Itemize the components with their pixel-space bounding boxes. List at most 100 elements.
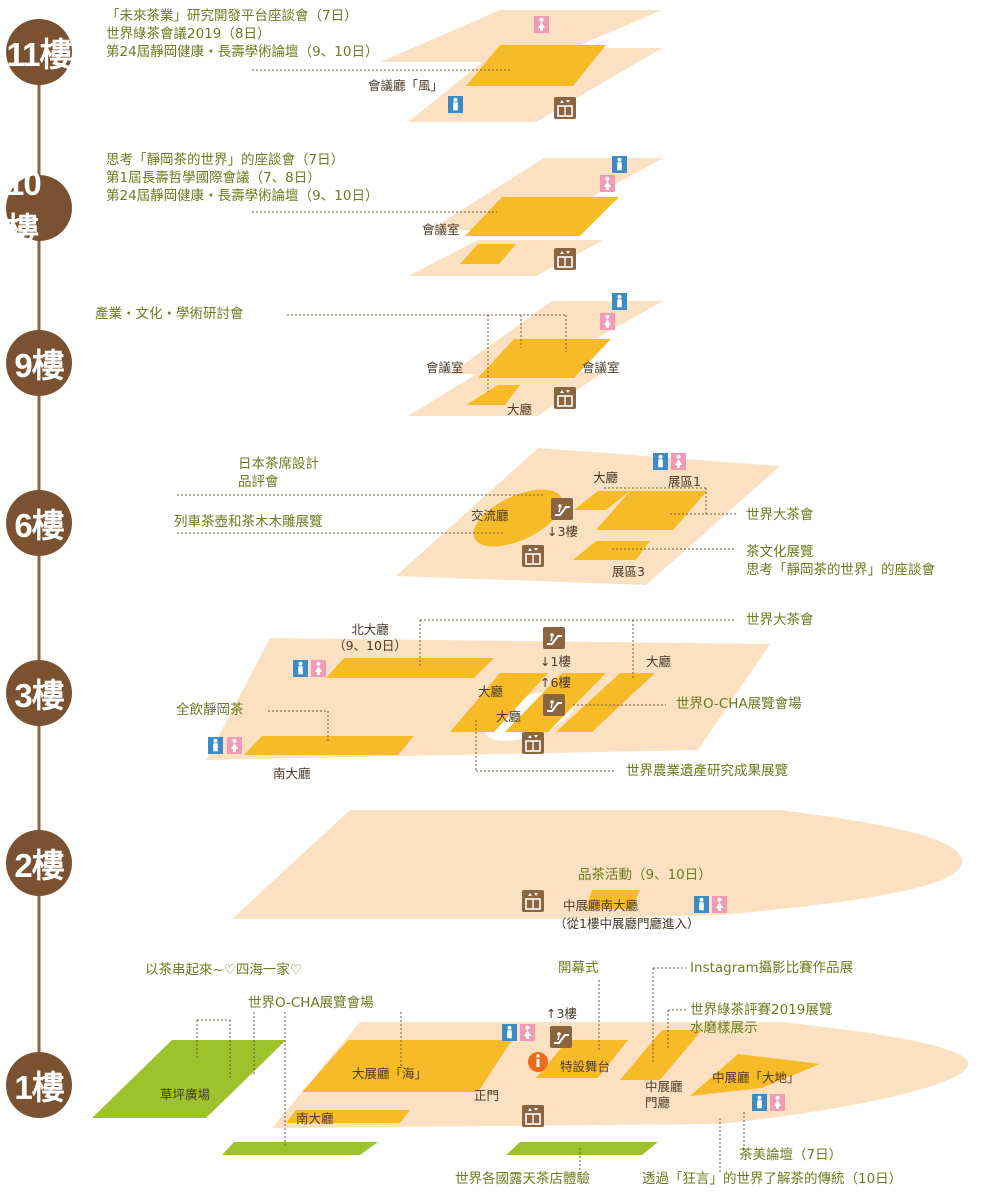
floor3-south-hall: 南大廳 xyxy=(273,766,311,781)
floor10-event-1: 思考「靜岡茶的世界」的座談會（7日） xyxy=(106,152,345,168)
floor9-room-left: 會議室 xyxy=(426,360,464,375)
floor3-world-tea: 世界大茶會 xyxy=(746,612,814,628)
floor11-event-2: 世界綠茶會議2019（8日） xyxy=(106,26,271,42)
floor6-event-1a: 日本茶席設計 xyxy=(238,456,319,472)
floor1-earth-hall: 中展廳「大地」 xyxy=(712,1070,800,1085)
floor-badge-6: 6樓 xyxy=(6,490,72,556)
man-restroom-icon xyxy=(293,660,308,677)
woman-restroom-icon xyxy=(600,175,615,192)
man-restroom-icon xyxy=(502,1024,517,1041)
floor1-mid-lobby-2: 門廳 xyxy=(645,1095,671,1110)
floor3-hall-a: 大廳 xyxy=(478,684,504,699)
floor1-friends-event: 以茶串起來~♡四海一家♡ xyxy=(145,962,303,978)
floor1-mid-lobby-1: 中展廳 xyxy=(645,1079,683,1094)
floor3-heritage-expo: 世界農業遺產研究成果展覽 xyxy=(626,763,788,779)
floor-badge-1: 1樓 xyxy=(6,1052,72,1118)
floor-2-plan xyxy=(232,810,962,919)
information-icon xyxy=(528,1052,548,1072)
floor1-main-gate: 正門 xyxy=(474,1088,500,1103)
floor1-green-tea-1: 世界綠茶評賽2019展覽 xyxy=(690,1002,833,1018)
floor1-opening: 開幕式 xyxy=(558,960,599,976)
elevator-icon xyxy=(553,96,577,120)
elevator-icon xyxy=(521,731,545,755)
elevator-icon xyxy=(553,386,577,410)
elevator-icon xyxy=(521,889,545,913)
woman-restroom-icon xyxy=(671,453,686,470)
woman-restroom-icon xyxy=(227,737,242,754)
floor6-exchange-hall: 交流廳 xyxy=(471,508,509,523)
man-restroom-icon xyxy=(612,293,627,310)
floor1-forum: 茶美論壇（7日） xyxy=(739,1147,843,1163)
elevator-icon xyxy=(521,544,545,568)
man-restroom-icon xyxy=(694,896,709,913)
floor9-event: 產業・文化・學術研討會 xyxy=(95,306,244,322)
woman-restroom-icon xyxy=(311,660,326,677)
woman-restroom-icon xyxy=(770,1094,785,1111)
floor3-drink-event: 全飲靜岡茶 xyxy=(176,702,244,718)
woman-restroom-icon xyxy=(600,313,615,330)
escalator-icon xyxy=(542,626,566,650)
man-restroom-icon xyxy=(612,156,627,173)
floor1-kyogen: 透過「狂言」的世界了解茶的傳統（10日） xyxy=(642,1171,903,1187)
floor-badge-11: 11樓 xyxy=(6,19,72,85)
floor1-instagram-expo: Instagram攝影比賽作品展 xyxy=(690,960,854,976)
floor3-hall-b: 大廳 xyxy=(496,709,522,724)
floor10-event-3: 第24屆靜岡健康・長壽學術論壇（9、10日） xyxy=(106,188,379,204)
floor6-zone-1: 展區1 xyxy=(668,474,701,489)
floor-badge-10: 10樓 xyxy=(6,165,72,248)
floor3-escalator-down: ↓1樓 xyxy=(540,654,571,669)
floor1-big-hall-sea: 大展廳「海」 xyxy=(352,1066,428,1081)
escalator-icon xyxy=(550,497,574,521)
woman-restroom-icon xyxy=(520,1024,535,1041)
floor10-room-label: 會議室 xyxy=(422,222,460,237)
man-restroom-icon xyxy=(752,1094,767,1111)
floor9-hall: 大廳 xyxy=(507,402,533,417)
floor1-escalator-up: ↑3樓 xyxy=(546,1006,577,1021)
floor-badge-3: 3樓 xyxy=(6,660,72,726)
floor2-south-hall: 中展廳南大廳 xyxy=(563,898,639,913)
floor1-ocha-expo: 世界O-CHA展覽會場 xyxy=(248,995,374,1011)
floor3-north-hall-dates: （9、10日） xyxy=(333,638,407,653)
woman-restroom-icon xyxy=(712,896,727,913)
floor6-tea-culture-2: 思考「靜岡茶的世界」的座談會 xyxy=(746,562,935,578)
floor6-escalator-down: ↓3樓 xyxy=(547,524,578,539)
floor10-event-2: 第1屆長壽哲學國際會議（7、8日） xyxy=(106,170,321,186)
floor2-entry-note: （從1樓中展廳門廳進入） xyxy=(554,916,700,931)
man-restroom-icon xyxy=(653,453,668,470)
elevator-icon xyxy=(553,247,577,271)
floor6-zone-3: 展區3 xyxy=(612,564,645,579)
floor1-outdoor-tea: 世界各國露天茶店體驗 xyxy=(455,1171,590,1187)
floor2-tasting-event: 品茶活動（9、10日） xyxy=(578,867,712,883)
man-restroom-icon xyxy=(448,96,463,113)
elevator-icon xyxy=(521,1104,545,1128)
floor-6-plan xyxy=(177,448,780,585)
floor11-room-label: 會議廳「風」 xyxy=(368,78,444,93)
floor3-north-hall: 北大廳 xyxy=(351,622,389,637)
floor1-lawn-plaza: 草坪廣場 xyxy=(160,1087,211,1102)
floor1-green-tea-2: 水磨樣展示 xyxy=(690,1020,758,1036)
escalator-icon xyxy=(549,1025,573,1049)
floor-11-plan xyxy=(252,10,662,122)
man-restroom-icon xyxy=(208,737,223,754)
floor3-hall-c: 大廳 xyxy=(646,654,672,669)
floor-badge-2: 2樓 xyxy=(6,830,72,896)
floor9-room-right: 會議室 xyxy=(582,360,620,375)
floor1-south-hall: 南大廳 xyxy=(296,1111,334,1126)
floor11-event-1: 「未來茶業」研究開發平台座談會（7日） xyxy=(106,8,358,24)
floor-1-plan xyxy=(92,967,968,1174)
escalator-icon xyxy=(542,693,566,717)
floor3-escalator-up: ↑6樓 xyxy=(540,675,571,690)
floor6-hall: 大廳 xyxy=(593,470,619,485)
floor6-world-tea: 世界大茶會 xyxy=(746,507,814,523)
floor11-event-3: 第24屆靜岡健康・長壽學術論壇（9、10日） xyxy=(106,44,379,60)
floor-3-plan xyxy=(206,619,770,772)
floor3-ocha-expo: 世界O-CHA展覽會場 xyxy=(676,696,802,712)
floor6-event-2: 列車茶壺和茶木木雕展覽 xyxy=(174,514,323,530)
floor6-tea-culture-1: 茶文化展覽 xyxy=(746,544,814,560)
floor-badge-9: 9樓 xyxy=(6,330,72,396)
floor6-event-1b: 品評會 xyxy=(238,474,279,490)
woman-restroom-icon xyxy=(534,16,549,33)
floor1-special-stage: 特設舞台 xyxy=(560,1059,611,1074)
